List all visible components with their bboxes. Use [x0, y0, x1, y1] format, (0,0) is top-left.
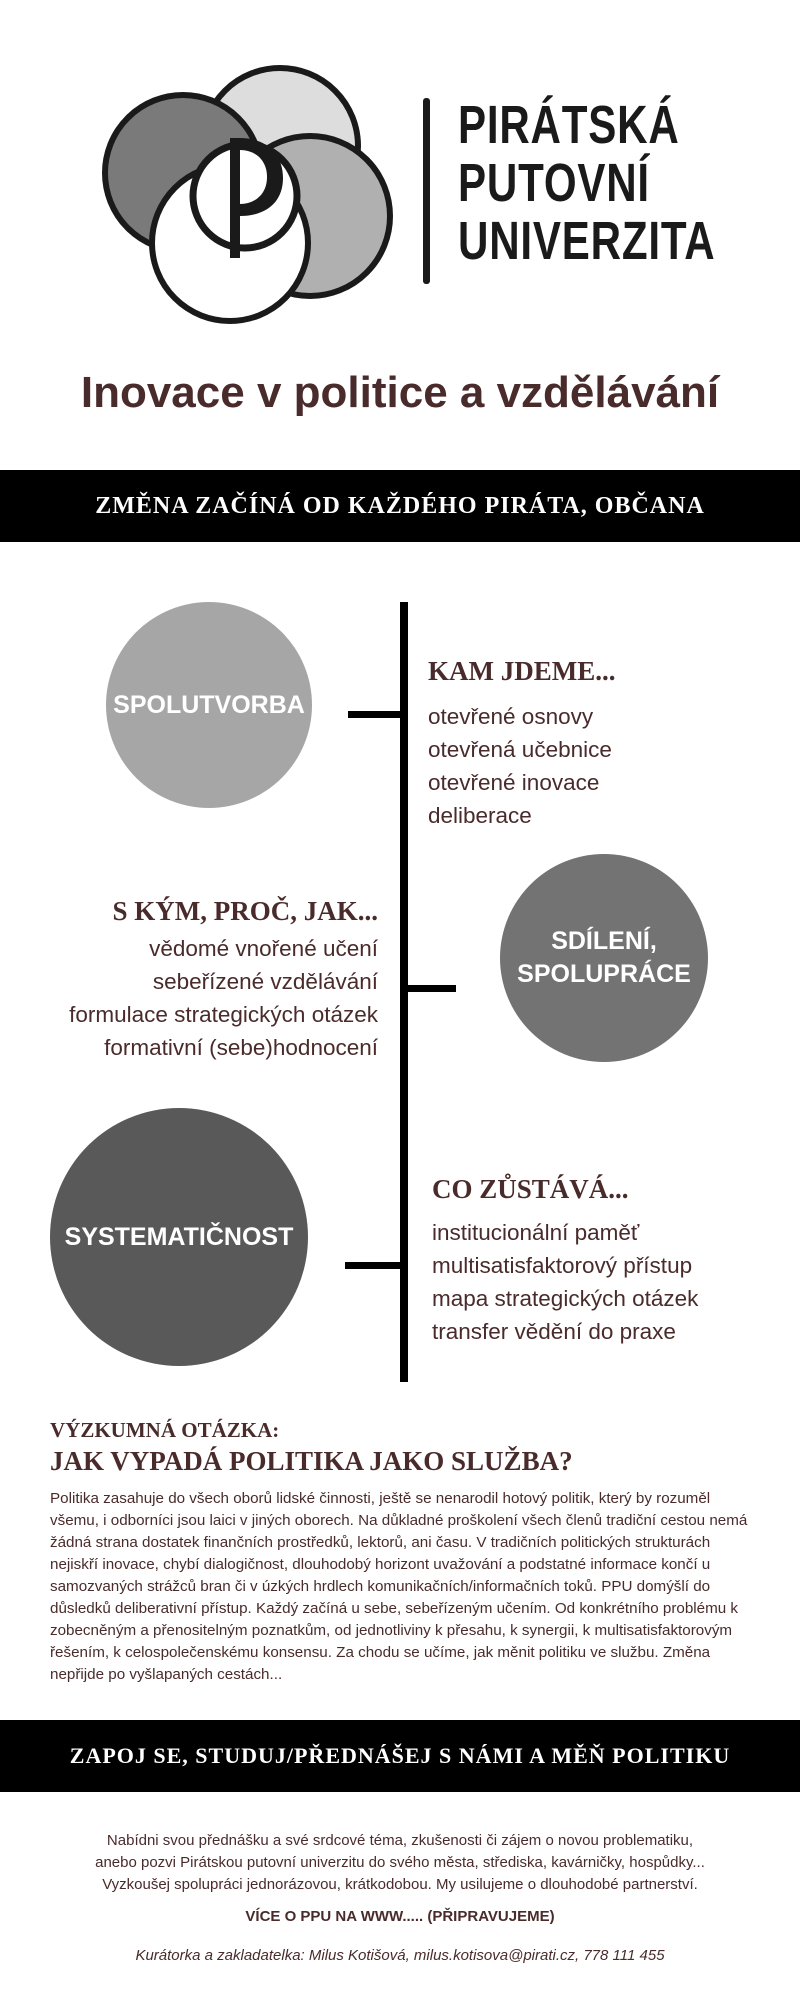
list-item: otevřené osnovy	[428, 704, 594, 729]
circle-spolutvorba: SPOLUTVORBA	[106, 602, 312, 808]
list-item: otevřené inovace	[428, 770, 600, 795]
circle-spolutvorba-label: SPOLUTVORBA	[113, 690, 305, 719]
research-label: VÝZKUMNÁ OTÁZKA:	[50, 1418, 280, 1442]
section1-heading: KAM JDEME...	[428, 656, 616, 686]
circle-systematicnost-label: SYSTEMATIČNOST	[64, 1222, 294, 1251]
list-item: multisatisfaktorový přístup	[432, 1253, 693, 1278]
list-item: otevřená učebnice	[428, 737, 612, 762]
section1-list: otevřené osnovy otevřená učebnice otevře…	[428, 700, 612, 832]
timeline-tick-3	[345, 1262, 404, 1269]
footer-line-2: anebo pozvi Pirátskou putovní univerzitu…	[95, 1854, 705, 1871]
circle-systematicnost: SYSTEMATIČNOST	[50, 1108, 308, 1366]
timeline-tick-2	[404, 985, 456, 992]
pirate-party-logo	[102, 65, 393, 324]
logo-line-2: PUTOVNÍ	[458, 153, 650, 213]
circle-sdileni: SDÍLENÍ, SPOLUPRÁCE	[500, 854, 708, 1062]
logo-wordmark: PIRÁTSKÁ PUTOVNÍ UNIVERZITA	[458, 96, 715, 270]
list-item: institucionální paměť	[432, 1220, 640, 1245]
list-item: vědomé vnořené učení	[149, 936, 378, 961]
bottom-banner: ZAPOJ SE, STUDUJ/PŘEDNÁŠEJ S NÁMI A MĚŇ …	[0, 1720, 800, 1792]
list-item: formativní (sebe)hodnocení	[104, 1035, 378, 1060]
footer-line-1: Nabídni svou přednášku a své srdcové tém…	[106, 1832, 694, 1849]
footer-text: Nabídni svou přednášku a své srdcové tém…	[40, 1830, 760, 1896]
top-banner: ZMĚNA ZAČÍNÁ OD KAŽDÉHO PIRÁTA, OBČANA	[0, 470, 800, 542]
page-title: Inovace v politice a vzdělávání	[80, 368, 720, 417]
list-item: transfer vědění do praxe	[432, 1319, 676, 1344]
section2-heading: S KÝM, PROČ, JAK...	[112, 896, 379, 926]
footer-line-3: Vyzkoušej spolupráci jednorázovou, krátk…	[102, 1876, 698, 1893]
circle-sdileni-label-1: SDÍLENÍ,	[551, 927, 657, 955]
list-item: mapa strategických otázek	[432, 1286, 699, 1311]
section3-list: institucionální paměť multisatisfaktorov…	[432, 1216, 698, 1348]
logo-line-1: PIRÁTSKÁ	[458, 95, 680, 155]
logo-divider	[423, 98, 430, 284]
list-item: deliberace	[428, 803, 532, 828]
footer-more-link[interactable]: VÍCE O PPU NA WWW..... (PŘIPRAVUJEME)	[245, 1908, 555, 1925]
footer-contact: Kurátorka a zakladatelka: Milus Kotišová…	[135, 1947, 665, 1964]
list-item: formulace strategických otázek	[69, 1002, 378, 1027]
logo-line-3: UNIVERZITA	[458, 211, 716, 271]
timeline-tick-1	[348, 711, 404, 718]
research-question: JAK VYPADÁ POLITIKA JAKO SLUŽBA?	[50, 1446, 573, 1476]
list-item: sebeřízené vzdělávání	[152, 969, 378, 994]
section3-heading: CO ZŮSTÁVÁ...	[432, 1174, 629, 1204]
circle-sdileni-label-2: SPOLUPRÁCE	[517, 960, 691, 988]
research-body: Politika zasahuje do všech oborů lidské …	[50, 1490, 748, 1683]
timeline-line	[400, 602, 408, 1382]
section2-list: vědomé vnořené učení sebeřízené vzdělává…	[69, 932, 378, 1064]
